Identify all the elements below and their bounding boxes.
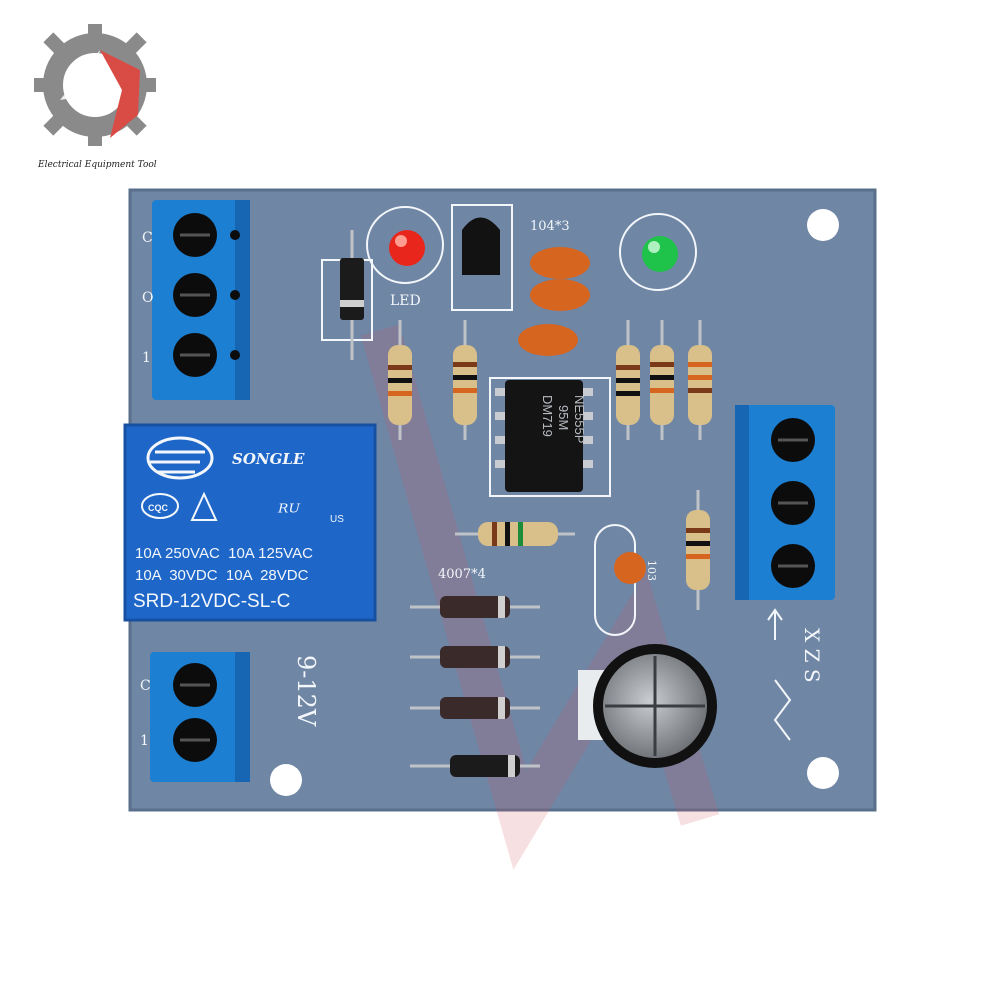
terminal-pin-label: O xyxy=(142,290,153,306)
warning-triangle-icon xyxy=(190,491,218,521)
electrolytic-capacitor xyxy=(578,644,717,768)
gear-icon xyxy=(34,24,156,146)
relay-rating: 10A 250VAC 10A 125VAC xyxy=(135,545,313,562)
songle-logo-icon xyxy=(146,436,214,480)
diode-1n4007 xyxy=(410,596,540,618)
terminal-block-left-top[interactable] xyxy=(152,200,250,400)
resistor xyxy=(686,490,710,610)
mounting-hole xyxy=(270,764,302,796)
terminal-pin-label: C xyxy=(142,230,153,246)
diode-label: 4007*4 xyxy=(438,567,486,582)
transistor xyxy=(451,204,513,311)
diode-1n4007 xyxy=(410,646,540,668)
resistor xyxy=(455,522,575,546)
resistor xyxy=(616,320,640,440)
terminal-pin-label: 1 xyxy=(142,350,151,366)
ceramic-capacitors xyxy=(518,247,590,356)
ul-mark-icon: ᴿᵁ xyxy=(277,501,301,526)
mounting-hole xyxy=(807,209,839,241)
diode xyxy=(321,230,373,360)
resistor xyxy=(388,320,412,440)
brand-logo xyxy=(34,24,156,146)
led-green xyxy=(619,213,697,291)
resistor xyxy=(650,320,674,440)
terminal-pin-label: C xyxy=(140,678,151,694)
relay-songle: SONGLE CQC ᴿᵁ US 10A 250VAC 10A 125VAC 1… xyxy=(123,423,377,622)
ic-marking: DM719 xyxy=(540,395,555,437)
resistor xyxy=(688,320,712,440)
ic-ne555: NE555P 95M DM719 xyxy=(489,377,611,497)
brand-name: Electrical Equipment Tool xyxy=(38,160,157,170)
relay-cert: US xyxy=(330,514,344,525)
relay-rating: 10A 30VDC 10A 28VDC xyxy=(135,567,309,584)
terminal-pin-label: 1 xyxy=(140,733,149,749)
diode-1n4007 xyxy=(410,755,540,777)
diode-1n4007 xyxy=(410,697,540,719)
relay-model: SRD-12VDC-SL-C xyxy=(133,591,290,612)
sensor-label: X Z S xyxy=(800,628,824,683)
led-red xyxy=(366,206,444,284)
relay-cert: CQC xyxy=(148,503,169,513)
ceramic-capacitor-103 xyxy=(594,524,646,636)
terminal-block-right[interactable] xyxy=(735,405,835,600)
mounting-hole xyxy=(807,757,839,789)
voltage-label: 9-12V xyxy=(292,655,320,727)
ic-marking: NE555P xyxy=(572,395,587,443)
terminal-block-left-bottom[interactable] xyxy=(150,652,250,782)
resistor xyxy=(453,320,477,440)
led-label: LED xyxy=(390,293,421,309)
relay-brand: SONGLE xyxy=(232,450,305,468)
capacitor-label: 104*3 xyxy=(530,219,570,234)
ic-marking: 95M xyxy=(556,405,571,430)
capacitor-103-label: 103 xyxy=(645,560,658,581)
